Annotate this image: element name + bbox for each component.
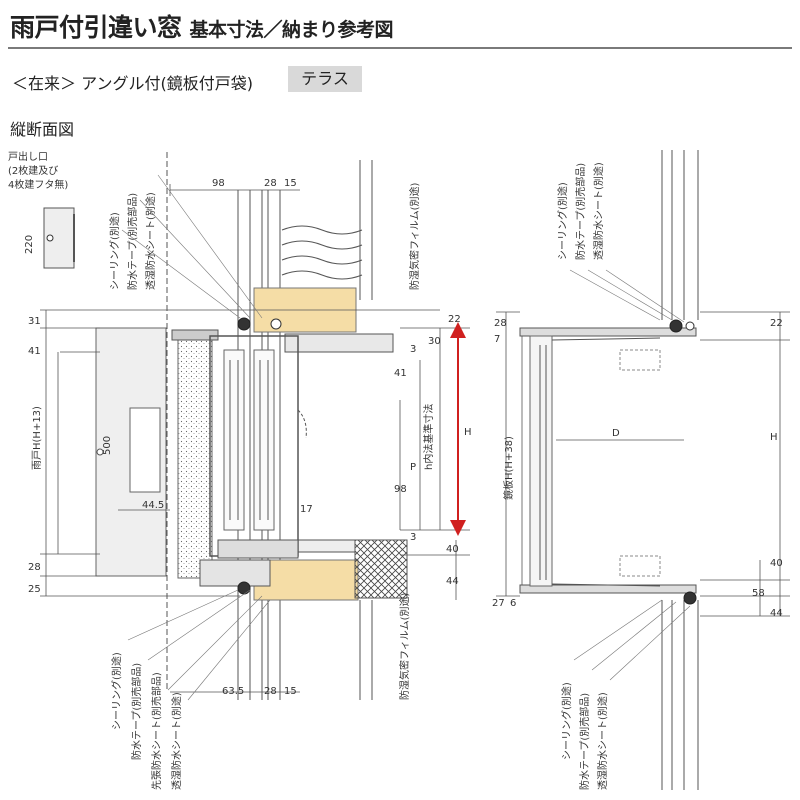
dim-left-25: 25 bbox=[28, 584, 41, 595]
dim-r-left-27: 27 bbox=[492, 598, 505, 609]
dim-right-17: 17 bbox=[300, 504, 313, 515]
note-top-1: 防水テープ(別売部品) bbox=[126, 193, 139, 290]
dim-right-98: 98 bbox=[394, 484, 407, 495]
page-title: 雨戸付引違い窓基本寸法／納まり参考図 bbox=[10, 8, 394, 44]
dim-right-44: 44 bbox=[446, 576, 459, 587]
label-h-right: H bbox=[770, 432, 778, 443]
dim-right-22: 22 bbox=[448, 314, 461, 325]
right-labels: 28 7 27 6 22 40 58 44 鏡板H(H+38) D H シーリン… bbox=[492, 162, 783, 790]
dim-right-41: 41 bbox=[394, 368, 407, 379]
right-leaders bbox=[569, 269, 691, 681]
dim-left-41: 41 bbox=[28, 346, 41, 357]
callout-line-1: 戸出し口 bbox=[8, 150, 48, 163]
dim-r-left-7: 7 bbox=[494, 334, 500, 345]
dim-right-40: 40 bbox=[446, 544, 459, 555]
note-bottom-1: 防水テープ(別売部品) bbox=[130, 663, 143, 760]
label-p: P bbox=[410, 462, 416, 473]
note-bottom-3: 透湿防水シート(別途) bbox=[170, 692, 183, 790]
dim-top-15: 15 bbox=[284, 178, 297, 189]
note-r-top-1: 防水テープ(別売部品) bbox=[574, 163, 587, 260]
dim-220: 220 bbox=[24, 235, 35, 254]
right-section-view bbox=[519, 150, 699, 790]
dim-44-5: 44.5 bbox=[142, 500, 164, 511]
title-sub: 基本寸法／納まり参考図 bbox=[189, 19, 394, 41]
note-top-2: 透湿防水シート(別途) bbox=[144, 192, 157, 290]
note-bottom-film: 防湿気密フィルム(別途) bbox=[398, 592, 411, 700]
dim-500: 500 bbox=[102, 436, 113, 455]
note-r-top-0: シーリング(別途) bbox=[556, 182, 569, 260]
section-label: 縦断面図 bbox=[10, 120, 75, 139]
left-section-view bbox=[43, 152, 408, 700]
left-dim-lines bbox=[40, 184, 470, 693]
left-labels: 戸出し口 (2枚建及び 4枚建フタ無) 220 98 28 15 63.5 28… bbox=[8, 150, 472, 790]
dim-r-right-22: 22 bbox=[770, 318, 783, 329]
note-bottom-2: 先張防水シート(別売部品) bbox=[150, 672, 163, 790]
dim-right-30: 30 bbox=[428, 336, 441, 347]
spec-label: ＜在来＞ アングル付(鏡板付戸袋) bbox=[12, 74, 253, 93]
note-top-film: 防湿気密フィルム(別途) bbox=[408, 182, 421, 290]
label-amado: 雨戸H(H+13) bbox=[31, 406, 43, 470]
left-leaders bbox=[121, 174, 271, 701]
dim-bottom-28: 28 bbox=[264, 686, 277, 697]
dim-bottom-63-5: 63.5 bbox=[222, 686, 244, 697]
dim-top-28: 28 bbox=[264, 178, 277, 189]
note-bottom-0: シーリング(別途) bbox=[110, 652, 123, 730]
dim-right-3b: 3 bbox=[410, 532, 416, 543]
terrace-tag: テラス bbox=[288, 66, 362, 92]
label-d: D bbox=[612, 428, 620, 439]
title-main: 雨戸付引違い窓 bbox=[10, 13, 182, 42]
note-r-bottom-2: 透湿防水シート(別途) bbox=[596, 692, 609, 790]
label-h: H bbox=[464, 427, 472, 438]
right-dim-lines bbox=[496, 311, 790, 617]
dim-r-right-44: 44 bbox=[770, 608, 783, 619]
note-r-bottom-0: シーリング(別途) bbox=[560, 682, 573, 760]
dim-bottom-15: 15 bbox=[284, 686, 297, 697]
note-r-bottom-1: 防水テープ(別売部品) bbox=[578, 693, 591, 790]
dim-r-right-58: 58 bbox=[752, 588, 765, 599]
dim-left-28: 28 bbox=[28, 562, 41, 573]
dim-r-right-40: 40 bbox=[770, 558, 783, 569]
dim-left-31: 31 bbox=[28, 316, 41, 327]
dim-r-left-6: 6 bbox=[510, 598, 516, 609]
dim-top-98: 98 bbox=[212, 178, 225, 189]
dim-right-3: 3 bbox=[410, 344, 416, 355]
label-h-inner: h内法基準寸法 bbox=[422, 404, 435, 470]
label-kagami: 鏡板H(H+38) bbox=[502, 436, 515, 500]
callout-line-2: (2枚建及び bbox=[8, 164, 58, 177]
note-r-top-2: 透湿防水シート(別途) bbox=[592, 162, 605, 260]
callout-line-3: 4枚建フタ無) bbox=[8, 178, 68, 191]
dim-r-left-28: 28 bbox=[494, 318, 507, 329]
title-rule bbox=[8, 47, 792, 49]
note-top-0: シーリング(別途) bbox=[108, 212, 121, 290]
